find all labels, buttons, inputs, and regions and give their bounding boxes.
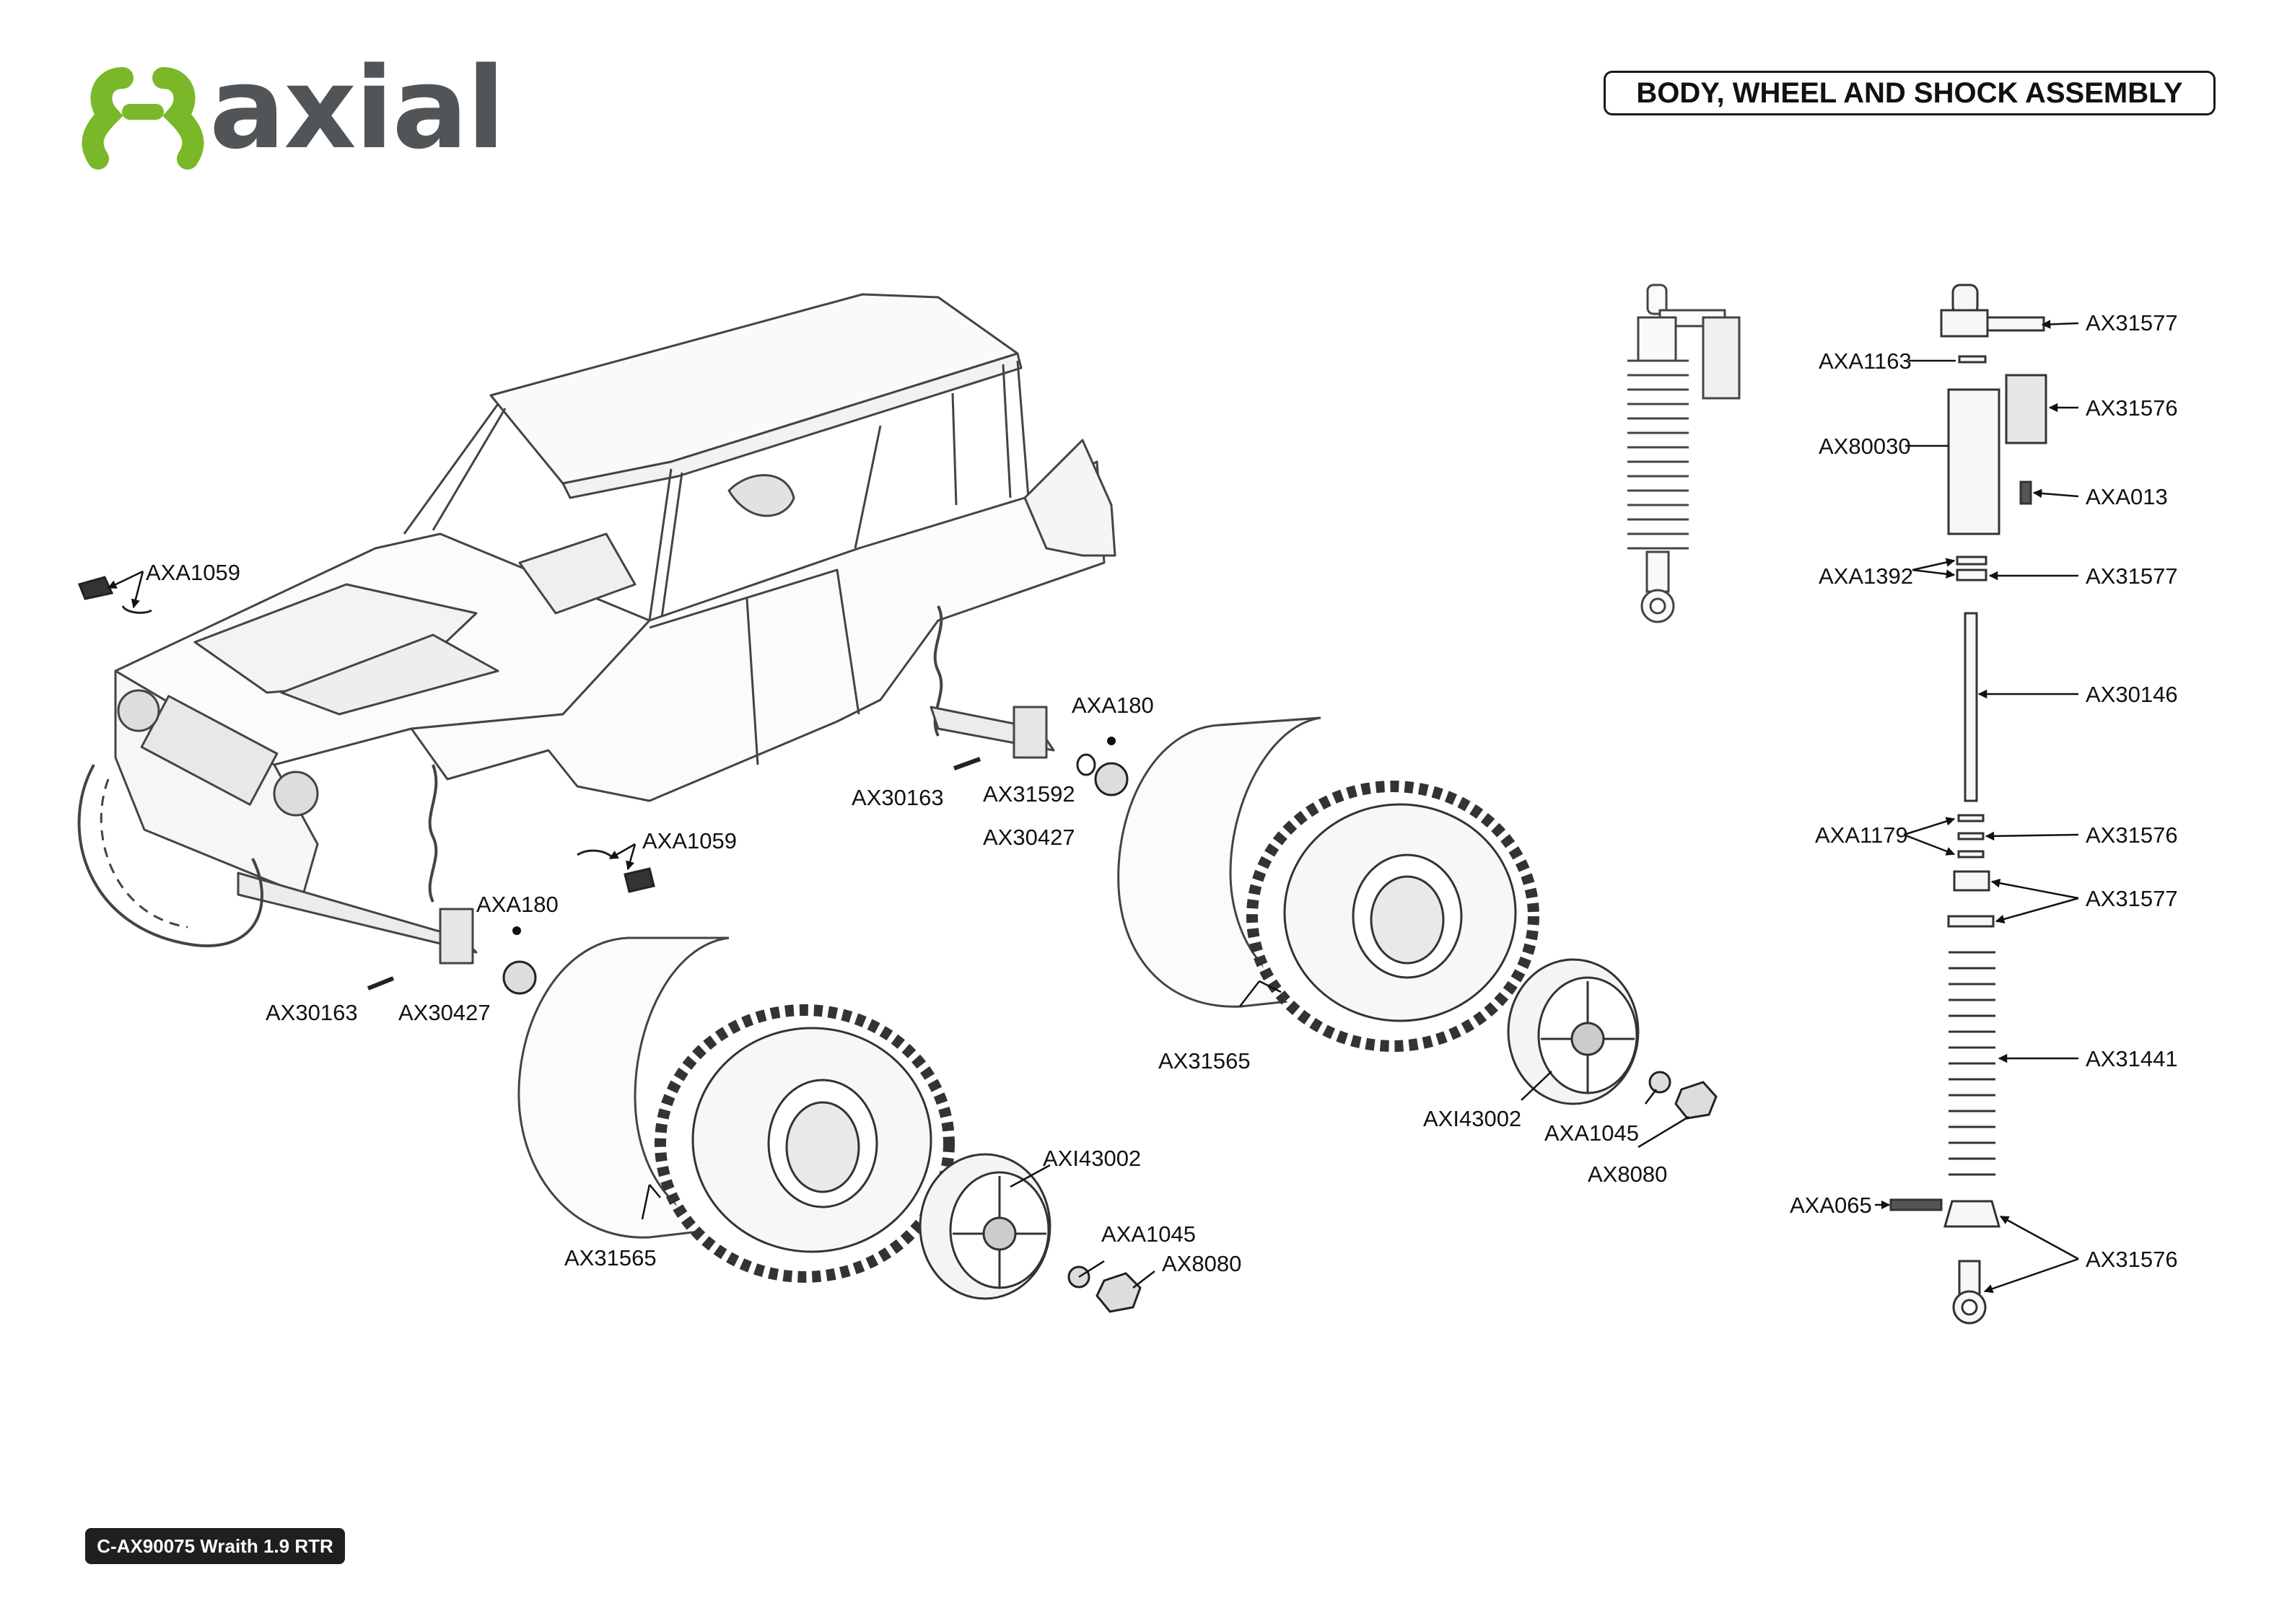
callout-label: AXA1045 (1101, 1221, 1196, 1247)
callout-label: AX30427 (983, 825, 1075, 850)
callout-label: AX30146 (2086, 682, 2178, 707)
callout-label: AX8080 (1162, 1251, 1242, 1276)
shock-parts-exploded (1889, 284, 2047, 1325)
callout-label: AX30163 (266, 1000, 358, 1025)
callout-label: AX30163 (852, 785, 944, 810)
callout-label: AXI43002 (1043, 1146, 1142, 1171)
callout-label: AX31576 (2086, 822, 2178, 848)
callout-label: AX8080 (1588, 1162, 1668, 1187)
brand-wordmark: axial (209, 43, 505, 174)
callout-label: AXI43002 (1423, 1106, 1522, 1131)
hub-hardware-lower (367, 926, 537, 995)
callout-label: AX31592 (983, 781, 1075, 807)
callout-label: AXA1392 (1819, 563, 1913, 589)
callout-label: AX31577 (2086, 886, 2178, 911)
callout-label: AX31577 (2086, 563, 2178, 589)
body-clip-right (577, 849, 655, 893)
wheel-upper (1507, 958, 1640, 1105)
callout-label: AXA1163 (1819, 348, 1912, 374)
callout-label: AX30427 (398, 1000, 491, 1025)
leader-lines (107, 320, 2079, 1294)
tire-upper (1246, 781, 1539, 1052)
callout-label: AXA065 (1790, 1193, 1872, 1218)
callout-label: AX31565 (564, 1245, 657, 1270)
callout-label: AXA180 (1072, 693, 1154, 718)
tire-lower (655, 1004, 955, 1283)
callout-label: AXA1045 (1544, 1120, 1639, 1146)
vehicle-body-illustration (77, 293, 1116, 965)
callout-label: AX31577 (2086, 310, 2178, 335)
page-title: BODY, WHEEL AND SHOCK ASSEMBLY (1604, 71, 2216, 115)
wheel-nuts-lower (1067, 1265, 1142, 1313)
axial-logo-mark (82, 67, 204, 170)
wheel-nuts-upper (1648, 1071, 1718, 1120)
callout-label: AXA1059 (146, 560, 240, 585)
body-clip-left (77, 576, 152, 614)
wheel-lower (919, 1153, 1051, 1300)
callout-label: AXA013 (2086, 484, 2168, 509)
callout-label: AX31576 (2086, 1247, 2178, 1272)
assembled-shock (1627, 284, 1741, 623)
callout-label: AXA1179 (1815, 822, 1908, 848)
model-badge: C-AX90075 Wraith 1.9 RTR (85, 1528, 345, 1564)
callout-label: AX31576 (2086, 395, 2178, 421)
hub-hardware-upper (953, 737, 1129, 796)
callout-label: AXA1059 (642, 828, 737, 853)
callout-label: AX80030 (1819, 434, 1911, 459)
callout-label: AX31565 (1158, 1048, 1251, 1074)
callout-label: AXA180 (476, 892, 559, 917)
callout-label: AX31441 (2086, 1046, 2178, 1071)
